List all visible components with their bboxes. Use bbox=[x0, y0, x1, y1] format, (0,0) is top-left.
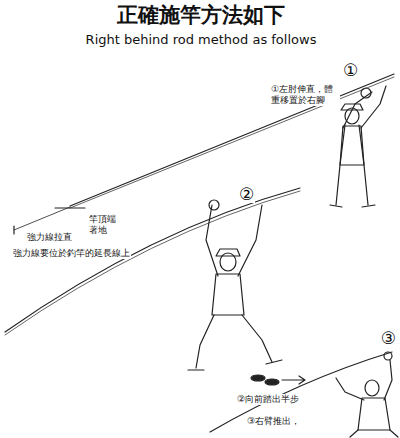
callout-number: ③ bbox=[380, 330, 397, 347]
line-anchor bbox=[13, 226, 14, 234]
fishing-rod bbox=[70, 74, 394, 206]
subtitle: Right behind rod method as follows bbox=[60, 32, 342, 48]
fishing-rod bbox=[5, 188, 300, 332]
callout-number: ② bbox=[238, 186, 255, 203]
reel bbox=[361, 88, 371, 98]
line-note: 強力線要位於釣竿的延長線上 bbox=[12, 248, 131, 259]
reel bbox=[384, 352, 392, 360]
page-title: 正確施竿方法如下 bbox=[40, 3, 362, 28]
fishing-rod bbox=[70, 77, 394, 208]
angler-figure bbox=[336, 352, 398, 437]
line-note: 強力線拉直 bbox=[26, 232, 73, 243]
ground-line bbox=[55, 207, 85, 208]
fishing-rod bbox=[210, 352, 392, 432]
fishing-rod bbox=[5, 191, 300, 335]
fishing-line bbox=[14, 207, 70, 230]
step-note: ③右臂推出， bbox=[246, 416, 301, 427]
reel bbox=[209, 200, 219, 210]
step-arrow bbox=[251, 375, 305, 385]
angler-figure bbox=[188, 200, 282, 370]
step-note: ②向前踏出半步 bbox=[236, 394, 300, 405]
step-note: ①左肘伸直，體重移置於右腳 bbox=[270, 84, 340, 106]
callout-number: ① bbox=[342, 62, 359, 79]
rod-tip-note: 竿頂端著地 bbox=[88, 214, 120, 236]
